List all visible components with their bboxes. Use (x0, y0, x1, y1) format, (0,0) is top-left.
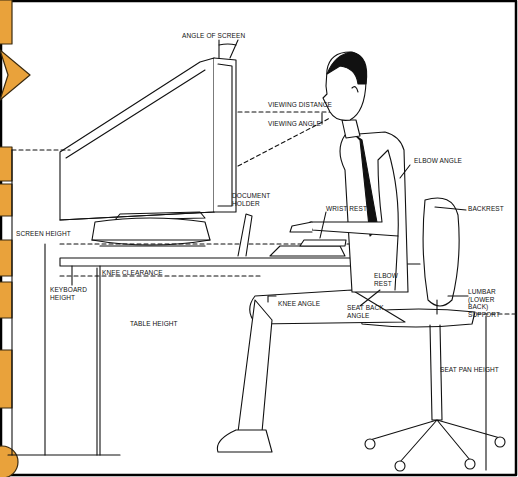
part-label: WRIST REST (326, 205, 381, 213)
dimension-lines (8, 150, 486, 470)
part-label: ANGLE OF SCREEN (182, 32, 262, 40)
part-label: KNEE ANGLE (278, 300, 333, 308)
part-label: VIEWING DISTANCE (268, 101, 348, 109)
viewing-angle-arc (321, 113, 322, 124)
part-label: SEAT BACK ANGLE (347, 304, 387, 319)
part-label: DOCUMENT HOLDER (232, 192, 272, 207)
part-label: BACKREST (468, 205, 513, 213)
leader-lines (268, 165, 468, 306)
viewing-lines (12, 112, 516, 314)
side-tabs (0, 0, 30, 477)
part-label: LUMBAR (LOWER BACK) SUPPORT (468, 288, 516, 318)
part-label: SCREEN HEIGHT (16, 230, 76, 238)
desk-items (238, 214, 346, 256)
part-label: KEYBOARD HEIGHT (50, 286, 95, 301)
seated-person (217, 52, 408, 452)
part-label: ELBOW REST (374, 272, 404, 287)
part-label: SEAT PAN HEIGHT (440, 366, 515, 374)
part-label: TABLE HEIGHT (130, 320, 195, 328)
part-label: ELBOW ANGLE (414, 157, 474, 165)
part-label: KNEE CLEARANCE (102, 269, 177, 277)
table (60, 258, 352, 455)
monitor (60, 40, 238, 246)
part-label: VIEWING ANGLE (268, 120, 338, 128)
